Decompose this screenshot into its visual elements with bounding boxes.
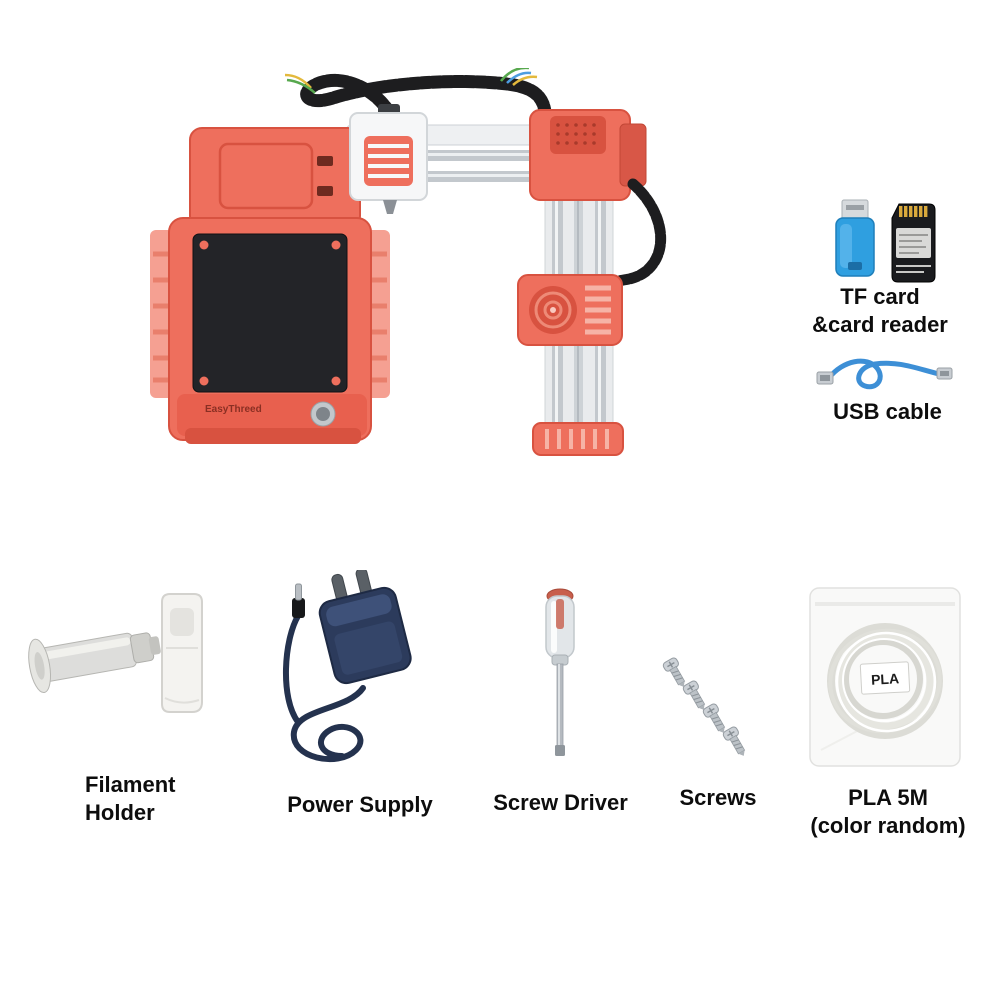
screw-driver-illustration: [545, 588, 575, 756]
screws-label: Screws: [679, 785, 757, 810]
screws-illustration: [661, 656, 751, 761]
printer-illustration: EasyThreed: [150, 68, 667, 456]
pla-bag-text: PLA: [871, 670, 900, 687]
print-head: [349, 104, 428, 214]
dc-plug: [292, 583, 305, 618]
screwdriver-tip: [555, 745, 565, 756]
filament-holder-label: Filament Holder: [85, 772, 176, 826]
power-supply-illustration: [282, 570, 412, 763]
nozzle: [383, 200, 397, 214]
filament-holder-bracket: [161, 593, 203, 713]
print-bed: [192, 233, 348, 393]
usb-connector-right: [936, 367, 953, 380]
filament-holder-tube: [28, 632, 161, 694]
tower-foot: [532, 422, 624, 456]
screwdriver: [545, 588, 575, 756]
cable-chain-top: [284, 68, 552, 120]
printer-control-box: [189, 127, 361, 229]
usb-connector-left: [816, 371, 834, 385]
power-cable: [282, 613, 366, 763]
tf-card-label: TF card &card reader: [812, 284, 948, 338]
pla-coil: [827, 623, 943, 739]
sd-gold-contacts: [899, 206, 928, 217]
pla-bag-label: PLA: [859, 661, 911, 695]
usb-cable-wire: [826, 358, 942, 390]
filament-holder-illustration: [28, 593, 203, 713]
cable-chain-side: [610, 178, 667, 289]
printer-base: EasyThreed: [168, 217, 372, 444]
screw-driver-label: Screw Driver: [493, 790, 628, 815]
tf-card: [891, 203, 936, 283]
pla-label: PLA 5M (color random): [810, 785, 966, 839]
screw-4: [721, 725, 751, 761]
power-adapter-body: [318, 570, 412, 685]
pla-filament-illustration: PLA: [809, 587, 961, 767]
tf-card-reader-illustration: [835, 199, 936, 283]
power-supply-label: Power Supply: [287, 792, 433, 817]
usb-cable-illustration: [816, 358, 953, 390]
card-reader: [835, 199, 875, 277]
z-motor-box: [517, 274, 623, 346]
printer-brand-text: EasyThreed: [205, 404, 262, 415]
usb-cable-label: USB cable: [833, 399, 942, 424]
gantry-carriage: [529, 109, 647, 201]
